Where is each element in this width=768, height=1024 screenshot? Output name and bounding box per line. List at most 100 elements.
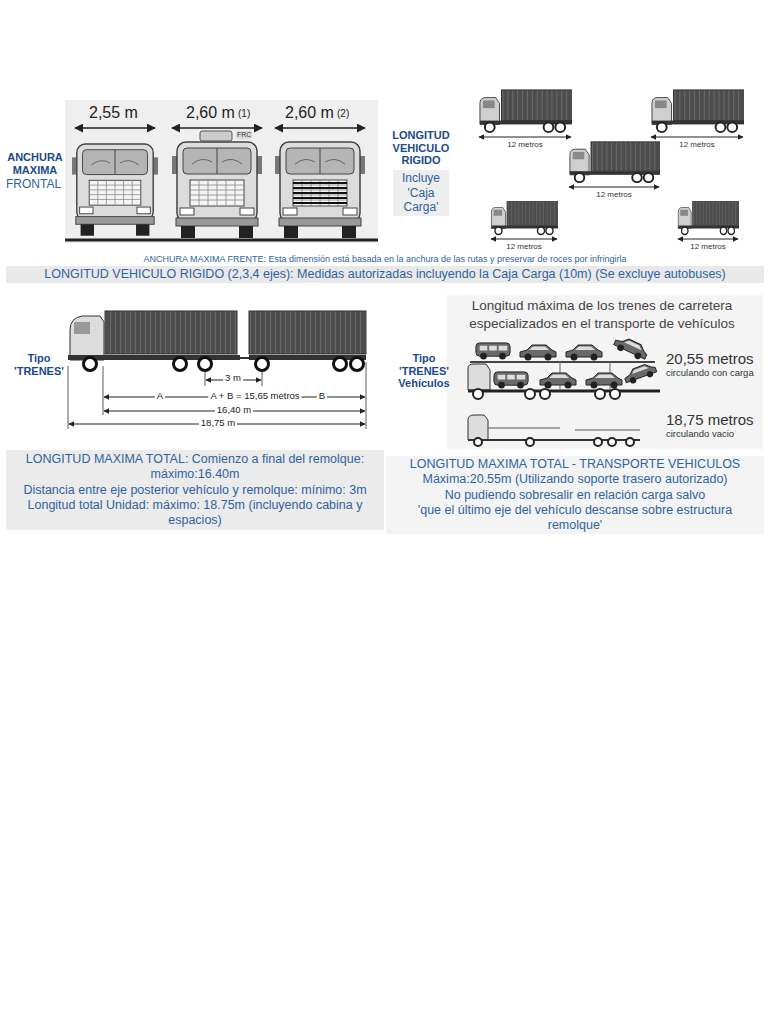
car-carrier-empty bbox=[468, 415, 640, 446]
length-arrow-part bbox=[651, 137, 743, 138]
condition-label: circulando con carga bbox=[666, 368, 754, 379]
dimension-label: 20,55 metros bbox=[666, 350, 754, 367]
dimension-label: A bbox=[155, 391, 165, 402]
dimension-label: 2,60 m bbox=[186, 104, 235, 122]
rigid-truck bbox=[480, 90, 744, 235]
car-carrier-empty-part bbox=[594, 438, 602, 446]
dimension-label: 18,75 m bbox=[199, 418, 237, 429]
car-carrier-loaded-part bbox=[494, 372, 528, 389]
length-arrow-part bbox=[678, 239, 738, 240]
car-carrier-panel bbox=[447, 295, 763, 449]
extension-line-part bbox=[262, 372, 263, 386]
condition-label: circulando vacio bbox=[666, 429, 734, 440]
ground-line bbox=[65, 240, 378, 241]
section-heading: FRONTAL bbox=[6, 178, 61, 192]
extension-line bbox=[68, 362, 366, 429]
car-carrier-loaded-part bbox=[473, 389, 483, 399]
car-carrier-loaded-part bbox=[540, 389, 550, 399]
width-panel-part bbox=[65, 100, 378, 243]
footnote-number: (2) bbox=[337, 108, 349, 120]
dimension-label: 16,40 m bbox=[215, 405, 253, 416]
dimension-label: 18,75 metros bbox=[666, 411, 754, 428]
width-panel bbox=[65, 100, 378, 243]
box-text: Máxima:20.55m (Utilizando soporte traser… bbox=[389, 472, 761, 487]
truck-front bbox=[72, 131, 365, 238]
truck-front-part bbox=[172, 142, 262, 238]
dimension-label: 3 m bbox=[223, 373, 243, 384]
section-heading: LONGITUD VEHICULO RIGIDO bbox=[387, 129, 455, 167]
car-carrier-empty-part bbox=[608, 438, 616, 446]
rigid-truck-part bbox=[678, 202, 739, 235]
length-arrow-part bbox=[491, 239, 557, 240]
section-heading: ANCHURA MAXIMA bbox=[4, 151, 66, 176]
roof-marking: FRC bbox=[236, 131, 252, 139]
dimension-label: 2,60 m bbox=[285, 104, 334, 122]
car-carrier-loaded-part bbox=[470, 361, 655, 363]
road-train-part bbox=[240, 357, 250, 359]
length-arrow-part bbox=[569, 187, 659, 188]
dimension-label: 12 metros bbox=[679, 140, 715, 149]
dimension-label: 2,55 m bbox=[89, 104, 138, 122]
truck-front-part bbox=[293, 183, 347, 203]
car-carrier-loaded-part bbox=[612, 334, 649, 362]
car-carrier-loaded-part bbox=[586, 373, 622, 389]
road-train-part bbox=[84, 358, 97, 371]
dimension-arrow bbox=[75, 127, 365, 129]
rigid-truck-part bbox=[480, 90, 572, 132]
box-text: LONGITUD VEHICULO RIGIDO (2,3,4 ejes): M… bbox=[10, 267, 760, 282]
road-train-part bbox=[256, 358, 269, 371]
box-text: No pudiendo sobresalir en relación carga… bbox=[389, 488, 761, 503]
dimension-label: 12 metros bbox=[507, 140, 543, 149]
car-carrier-empty-part bbox=[626, 438, 634, 446]
car-carrier-loaded-part bbox=[476, 343, 510, 360]
dimension-label: B bbox=[317, 391, 327, 402]
note: ANCHURA MAXIMA FRENTE: Esta dimensión es… bbox=[143, 254, 626, 264]
dimension-label: 12 metros bbox=[506, 242, 542, 251]
car-carrier-loaded-part bbox=[623, 362, 658, 386]
dimension-label: 12 metros bbox=[596, 190, 632, 199]
length-arrow-part bbox=[479, 137, 571, 138]
car-carrier-panel-part bbox=[447, 295, 763, 449]
note-box: Incluye 'Caja Carga' bbox=[393, 170, 449, 216]
dimension-label: A + B = 15,65 metros bbox=[208, 391, 301, 402]
extension-line-part bbox=[366, 362, 367, 429]
car-carrier-loaded-part bbox=[520, 345, 556, 361]
ground-line-part bbox=[65, 239, 378, 242]
extension-line-part bbox=[68, 366, 69, 429]
car-carrier-loaded bbox=[468, 334, 660, 399]
box-text: LONGITUD MAXIMA TOTAL: Comienzo a final … bbox=[12, 452, 378, 483]
dimension-arrow-part bbox=[275, 127, 365, 129]
dimension-label: 12 metros bbox=[690, 242, 726, 251]
footnote-number: (1) bbox=[238, 108, 250, 120]
figure-title: Longitud máxima de los trenes de carrete… bbox=[447, 297, 757, 332]
truck-front-part bbox=[200, 131, 232, 141]
car-carrier-empty-part bbox=[526, 438, 534, 446]
road-train-part bbox=[351, 358, 364, 371]
info-box: LONGITUD MAXIMA TOTAL - TRANSPORTE VEHIC… bbox=[386, 456, 764, 534]
road-train bbox=[68, 311, 366, 371]
car-carrier-empty-part bbox=[474, 438, 482, 446]
road-train-part bbox=[174, 358, 187, 371]
car-carrier-loaded-part bbox=[610, 389, 620, 399]
box-text: LONGITUD MAXIMA TOTAL - TRANSPORTE VEHIC… bbox=[389, 457, 761, 472]
car-carrier-loaded-part bbox=[525, 389, 535, 399]
road-train-part bbox=[70, 316, 104, 360]
road-train-part bbox=[249, 311, 366, 354]
dimension-arrow-part bbox=[75, 127, 155, 129]
section-heading: Tipo 'TRENES' bbox=[12, 352, 66, 377]
section-heading: Tipo 'TRENES' Vehículos bbox=[393, 352, 455, 390]
road-train-part bbox=[334, 358, 347, 371]
road-train-part bbox=[199, 358, 212, 371]
road-train-part bbox=[74, 322, 90, 334]
car-carrier-loaded-part bbox=[468, 364, 490, 390]
truck-front-part bbox=[275, 142, 365, 238]
box-text: Longitud total Unidad: máximo: 18.75m (i… bbox=[12, 498, 378, 529]
box-text: 'que el último eje del vehículo descanse… bbox=[389, 503, 761, 534]
info-box: LONGITUD MAXIMA TOTAL: Comienzo a final … bbox=[6, 450, 384, 530]
box-text: Incluye 'Caja Carga' bbox=[395, 171, 447, 215]
extension-line-part bbox=[103, 366, 104, 415]
car-carrier-empty-part bbox=[575, 430, 640, 431]
road-train-part bbox=[105, 311, 237, 354]
dimension-arrow-part bbox=[172, 127, 262, 129]
extension-line-part bbox=[205, 372, 206, 386]
